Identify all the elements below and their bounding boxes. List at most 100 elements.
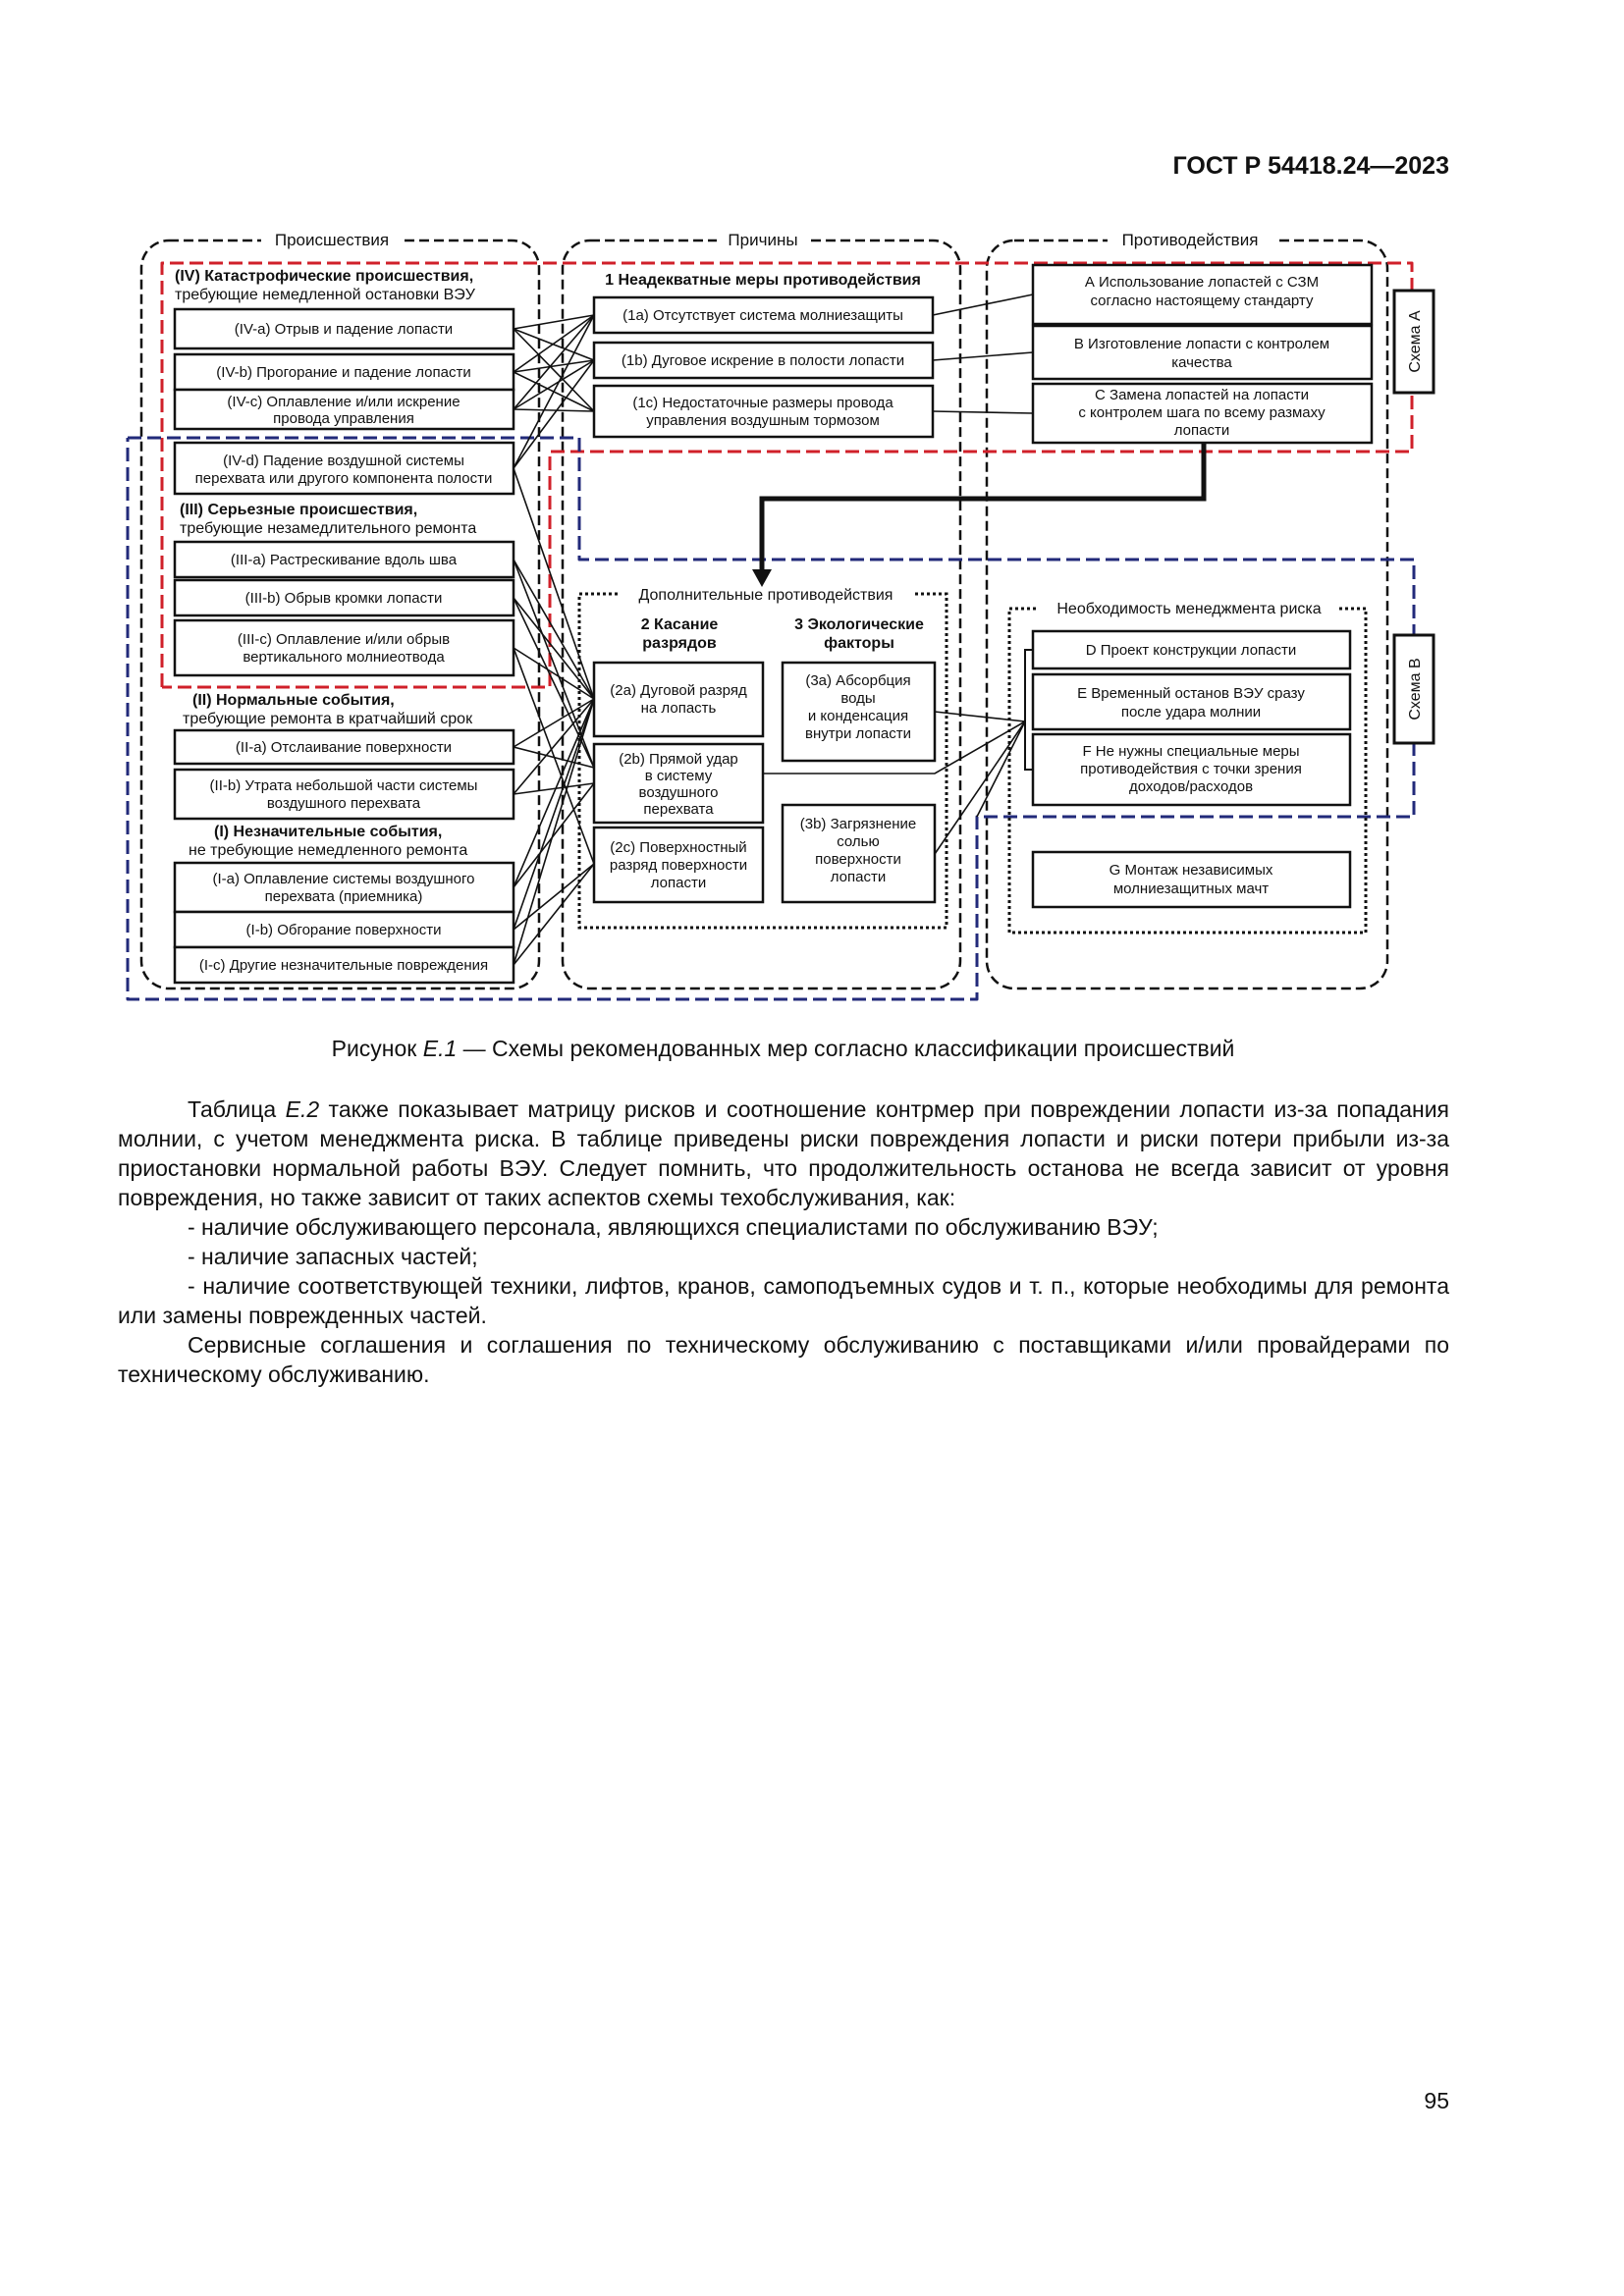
box-f-text1: F Не нужны специальные меры — [1082, 743, 1299, 760]
page-number: 95 — [1424, 2088, 1449, 2113]
body-text: Таблица Е.2 также показывает матрицу рис… — [118, 1095, 1449, 1389]
box-iv-c-text2: провода управления — [273, 410, 414, 427]
scheme-b-text: Схема В — [1407, 658, 1424, 720]
box-c-text3: лопасти — [1174, 422, 1229, 439]
box-2a — [592, 661, 765, 738]
main-arrow — [759, 443, 1207, 571]
cause3-title1: 3 Экологические — [794, 616, 924, 633]
cause2-title1: 2 Касание — [641, 616, 719, 633]
incident-classification-diagram: Происшествия Причины Противодействия Схе… — [126, 228, 1435, 1001]
box-e-text1: Е Временный останов ВЭУ сразу — [1077, 685, 1305, 702]
box-iv-d — [173, 441, 515, 496]
countermeasures-title: Противодействия — [1122, 231, 1259, 249]
box-c-text1: С Замена лопастей на лопасти — [1095, 387, 1309, 403]
document-code: ГОСТ Р 54418.24—2023 — [1172, 152, 1449, 180]
box-2a-text1: (2a) Дуговой разряд — [610, 682, 747, 699]
list-item-3: - наличие соответствующей техники, лифто… — [118, 1273, 1449, 1328]
box-f — [1031, 732, 1352, 807]
box-e — [1031, 672, 1352, 731]
box-iii-b-text: (III-b) Обрыв кромки лопасти — [245, 590, 443, 607]
box-g-text1: G Монтаж независимых — [1110, 862, 1273, 879]
p1-prefix: Таблица — [188, 1096, 286, 1122]
countermeasures-panel — [985, 239, 1389, 990]
list-item-2: - наличие запасных частей; — [188, 1244, 478, 1269]
box-iv-a — [173, 307, 515, 350]
scheme-b-outline — [126, 436, 1416, 1001]
box-i-a-text1: (I-a) Оплавление системы воздушного — [212, 871, 474, 887]
box-iv-a-text: (IV-a) Отрыв и падение лопасти — [235, 321, 453, 338]
list-item-1: - наличие обслуживающего персонала, явля… — [188, 1214, 1159, 1240]
box-3a-text2: воды — [840, 690, 875, 707]
caption-prefix: Рисунок — [331, 1036, 423, 1061]
p1-ref: Е.2 — [285, 1096, 320, 1122]
box-e-text2: после удара молнии — [1121, 704, 1261, 721]
box-iii-c-text2: вертикального молниеотвода — [243, 649, 445, 666]
box-g-text2: молниезащитных мачт — [1113, 881, 1269, 897]
box-iv-b-text: (IV-b) Прогорание и падение лопасти — [216, 364, 470, 381]
cat-iv-sub: требующие немедленной остановки ВЭУ — [175, 287, 476, 303]
box-3b-text1: (3b) Загрязнение — [800, 816, 917, 832]
box-2b — [592, 742, 765, 825]
box-3b-text3: поверхности — [815, 851, 901, 868]
cause1-title: 1 Неадекватные меры противодействия — [605, 272, 921, 289]
box-c-text2: с контролем шага по всему размаху — [1078, 404, 1326, 421]
caption-ref: Е.1 — [422, 1036, 458, 1061]
box-iv-c — [173, 388, 515, 431]
cause2-title2: разрядов — [642, 635, 717, 652]
box-ii-a-text: (II-a) Отслаивание поверхности — [236, 739, 452, 756]
box-a — [1031, 263, 1374, 326]
box-iv-b — [173, 352, 515, 392]
figure-caption: Рисунок Е.1 — Схемы рекомендованных мер … — [118, 1036, 1448, 1062]
box-iii-c — [173, 618, 515, 677]
box-g — [1031, 850, 1352, 909]
scheme-b-label — [1392, 633, 1435, 745]
cat-iii-title: (III) Серьезные происшествия, — [180, 502, 417, 518]
connector-lines — [513, 294, 1034, 966]
box-iv-d-text1: (IV-d) Падение воздушной системы — [223, 453, 464, 469]
box-iv-d-text2: перехвата или другого компонента полости — [195, 470, 493, 487]
box-1a — [592, 295, 935, 335]
box-2b-text2: в систему — [645, 768, 713, 784]
box-2c-text2: разряд поверхности — [610, 857, 747, 874]
cat-i-sub: не требующие немедленного ремонта — [189, 842, 467, 859]
box-3a-text1: (3a) Абсорбция — [805, 672, 910, 689]
cat-i-title: (I) Незначительные события, — [214, 824, 442, 840]
box-iii-a-text: (III-a) Растрескивание вдоль шва — [231, 552, 458, 568]
box-2b-text3: воздушного — [639, 784, 719, 801]
box-3a-text4: внутри лопасти — [805, 725, 911, 742]
box-3a-text3: и конденсация — [808, 708, 908, 724]
box-i-b-text: (I-b) Обгорание поверхности — [246, 922, 442, 938]
box-b-text2: качества — [1171, 354, 1232, 371]
cat-ii-title: (II) Нормальные события, — [192, 692, 395, 709]
box-2b-text4: перехвата — [643, 801, 714, 818]
box-iii-b — [173, 578, 515, 617]
box-1c-text1: (1c) Недостаточные размеры провода — [632, 395, 893, 411]
box-c — [1031, 382, 1374, 445]
box-1a-text: (1a) Отсутствует система молниезащиты — [623, 307, 903, 324]
box-1c — [592, 384, 935, 439]
box-2c-text1: (2c) Поверхностный — [610, 839, 746, 856]
paragraph-2: Сервисные соглашения и соглашения по тех… — [118, 1332, 1449, 1387]
scheme-a-text: Схема А — [1407, 310, 1424, 373]
cause3-title2: факторы — [824, 635, 894, 652]
box-3b-text4: лопасти — [831, 869, 886, 885]
risk-management-title: Необходимость менеджмента риска — [1056, 601, 1321, 617]
additional-title: Дополнительные противодействия — [639, 587, 893, 604]
box-b-text1: В Изготовление лопасти с контролем — [1074, 336, 1329, 352]
box-iv-c-text1: (IV-c) Оплавление и/или искрение — [227, 394, 460, 410]
box-1b — [592, 341, 935, 380]
scheme-a-label — [1392, 289, 1435, 395]
box-2b-text1: (2b) Прямой удар — [619, 751, 738, 768]
cat-iii-sub: требующие незамедлительного ремонта — [180, 520, 476, 537]
box-f-text3: доходов/расходов — [1129, 778, 1253, 795]
p1-text: также показывает матрицу рисков и соотно… — [118, 1096, 1450, 1210]
box-iii-c-text1: (III-c) Оплавление и/или обрыв — [238, 631, 450, 648]
box-1c-text2: управления воздушным тормозом — [646, 412, 880, 429]
paragraph-1: Таблица Е.2 также показывает матрицу рис… — [118, 1095, 1449, 1212]
box-a-text1: А Использование лопастей с СЗМ — [1085, 274, 1319, 291]
caption-text: — Схемы рекомендованных мер согласно кла… — [457, 1036, 1235, 1061]
box-i-c-text: (I-c) Другие незначительные повреждения — [199, 957, 488, 974]
main-arrow-head — [752, 569, 772, 587]
box-ii-b — [173, 768, 515, 821]
box-i-c — [173, 945, 515, 985]
